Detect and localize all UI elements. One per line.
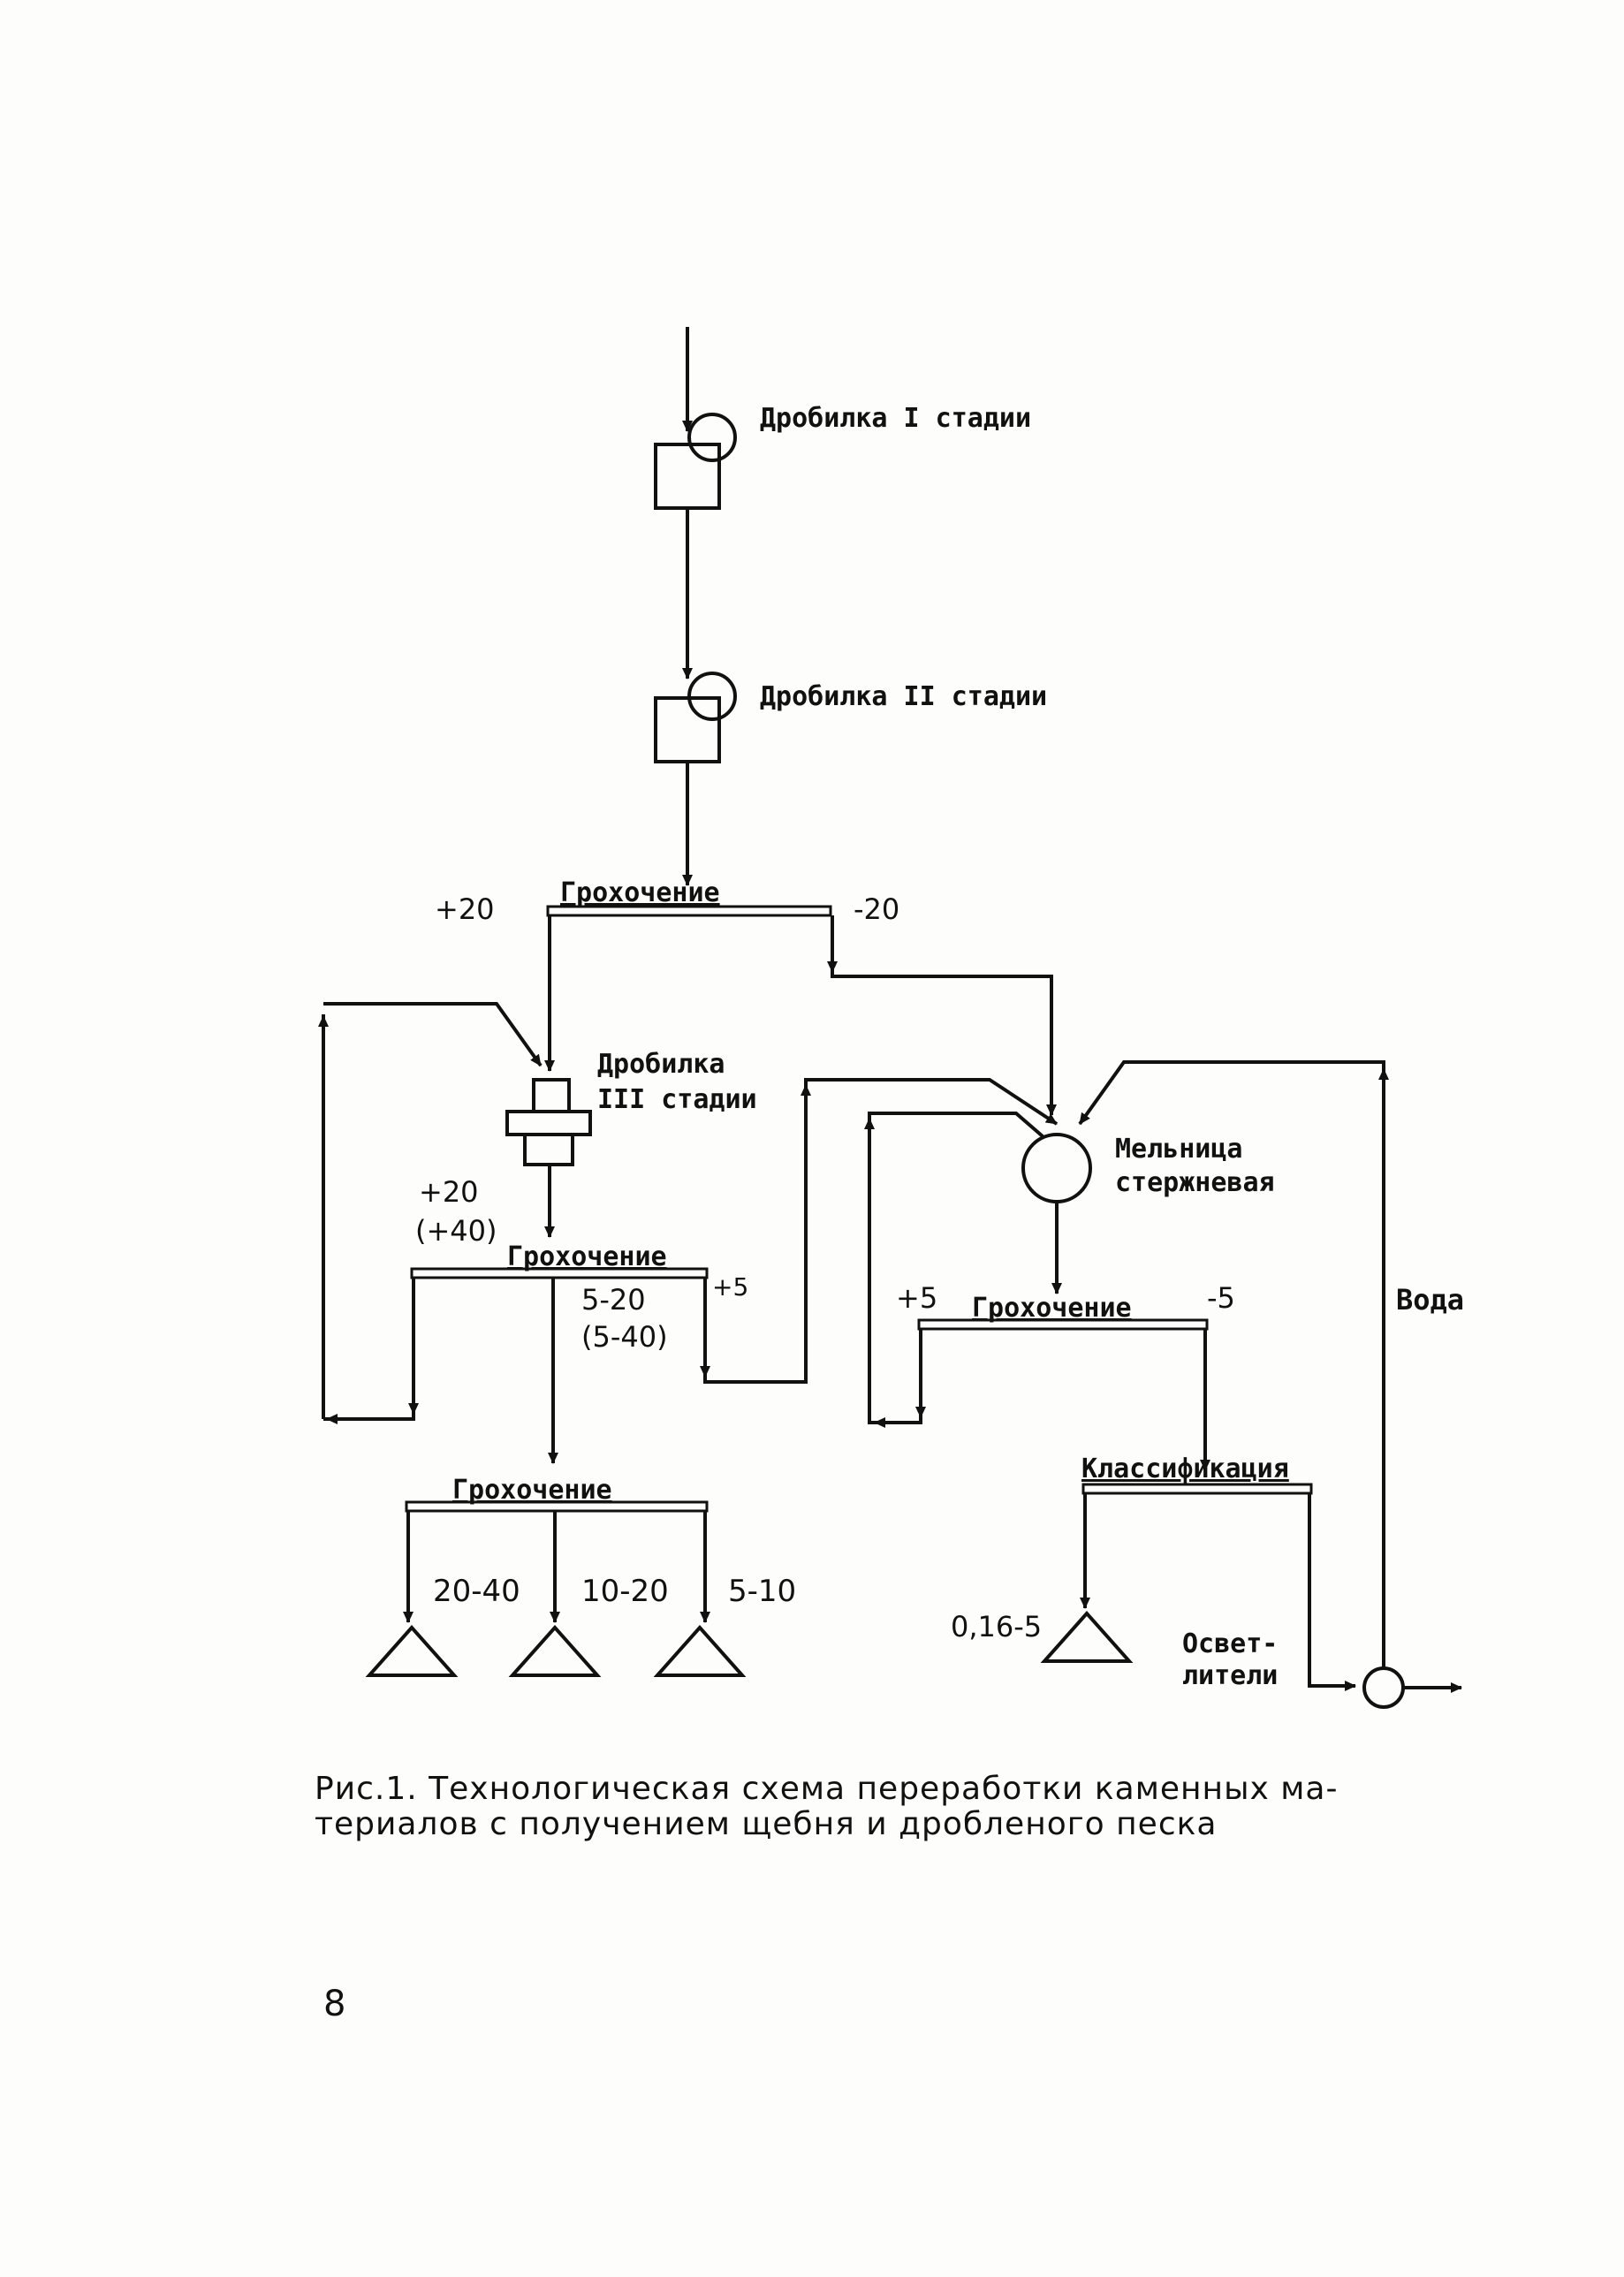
mill-label-line1: Мельница [1115, 1134, 1243, 1165]
figure-caption: Рис.1. Технологическая схема переработки… [315, 1772, 1481, 1842]
arrow-to-clarifier [1308, 1493, 1356, 1691]
screen-1-deck [546, 905, 832, 917]
crusher-2-box [654, 696, 721, 763]
screen-3-label: Грохочение [972, 1293, 1132, 1324]
rod-mill-circle [1021, 1133, 1092, 1203]
stockpile-5-10 [653, 1624, 747, 1677]
crusher-1-circle [687, 413, 737, 462]
fraction-5-10-label: 5-10 [728, 1574, 796, 1609]
stockpile-0-16-5 [1040, 1610, 1134, 1663]
screen-2-label: Грохочение [507, 1241, 667, 1272]
plus5-label-right: +5 [896, 1281, 937, 1315]
clarifiers-label-line2: лители [1182, 1660, 1278, 1691]
screen-4-deck [405, 1500, 709, 1513]
crusher-1-box [654, 443, 721, 510]
page-number: 8 [323, 1984, 346, 2024]
screen-3-deck [917, 1318, 1209, 1331]
caption-line-2: териалов с получением щебня и дробленого… [315, 1806, 1218, 1842]
fraction-10-20-label: 10-20 [581, 1574, 669, 1609]
crusher-2-label: Дробилка II стадии [760, 681, 1047, 712]
crusher-3-top [532, 1078, 571, 1113]
minus5-label: -5 [1207, 1281, 1235, 1315]
range-5-40-label: (5-40) [581, 1320, 668, 1354]
screen-2-deck [410, 1267, 709, 1279]
stockpile-10-20 [508, 1624, 602, 1677]
crusher-3-label-line2: III стадии [597, 1084, 757, 1115]
crusher-1-label: Дробилка I стадии [760, 403, 1031, 434]
crusher-2-circle [687, 672, 737, 721]
range-5-20-label: 5-20 [581, 1283, 646, 1317]
crusher-3-bottom [523, 1133, 574, 1166]
mill-label-line2: стержневая [1115, 1167, 1275, 1198]
fraction-0-16-5-label: 0,16-5 [951, 1610, 1042, 1643]
stockpile-20-40 [365, 1624, 459, 1677]
water-return-to-mill [1078, 1060, 1385, 1652]
recycle-plus5-to-mill [868, 1112, 1044, 1424]
crusher-3-body [505, 1110, 592, 1136]
clarifier-circle [1362, 1666, 1405, 1709]
clarifiers-label-line1: Освет- [1182, 1628, 1278, 1659]
caption-line-1: Рис.1. Технологическая схема переработки… [315, 1771, 1339, 1807]
classification-label: Классификация [1081, 1453, 1289, 1484]
plus5-label-left: +5 [712, 1272, 748, 1302]
plus40-label: (+40) [415, 1214, 497, 1248]
recycle-loop-left-bottom [323, 1278, 415, 1421]
water-label: Вода [1396, 1283, 1464, 1317]
recycle-to-crusher-3 [323, 1002, 543, 1067]
classification-deck [1081, 1483, 1313, 1495]
screen-4-label: Грохочение [452, 1475, 612, 1506]
screen-1-label: Грохочение [560, 877, 720, 908]
crusher-3-label-line1: Дробилка [597, 1049, 725, 1080]
arrow-plus5-to-mill [703, 1078, 1059, 1384]
undersize-minus20-label: -20 [854, 892, 899, 926]
fraction-20-40-label: 20-40 [433, 1574, 520, 1609]
arrow-minus20-to-mill [831, 915, 1057, 1116]
oversize-plus20-label: +20 [435, 892, 495, 926]
plus20-label-2: +20 [419, 1175, 479, 1209]
